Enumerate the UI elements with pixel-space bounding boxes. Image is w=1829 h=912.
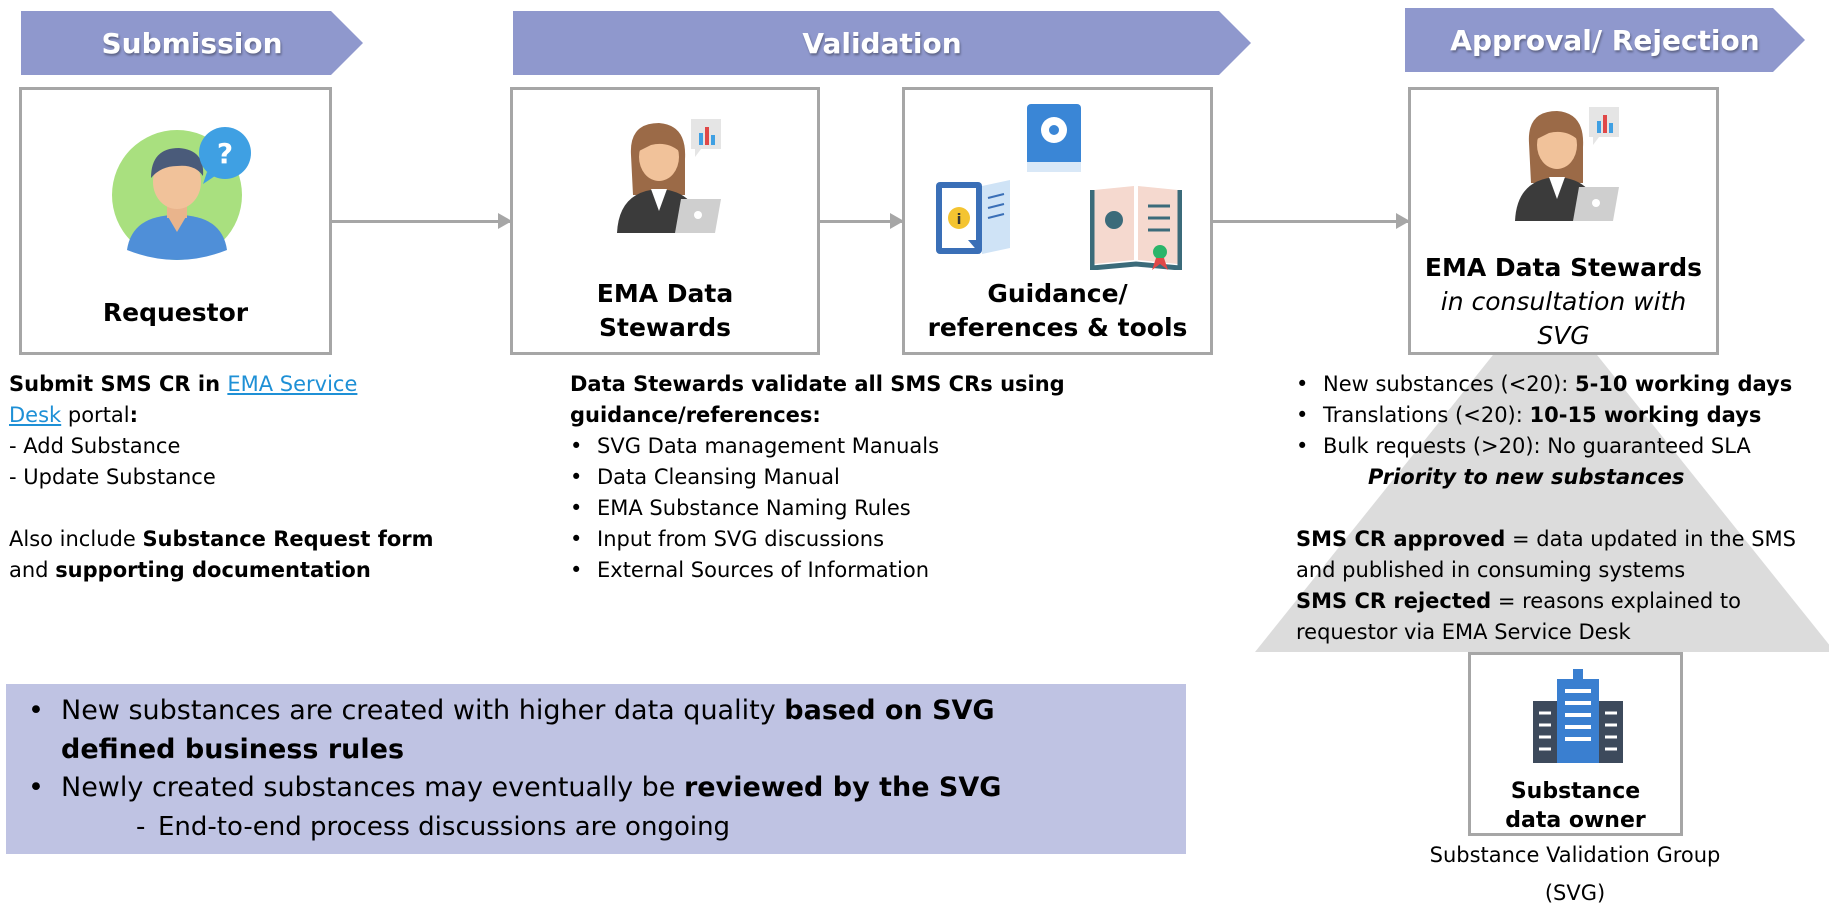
submit-prefix: Submit SMS CR in <box>9 372 228 396</box>
banner-approval-label: Approval/ Rejection <box>1450 23 1760 57</box>
info-line1-bold: based on SVG <box>784 695 995 726</box>
info-line3-bold: reviewed by the SVG <box>683 772 1002 803</box>
info-dash: - <box>136 812 146 842</box>
sla-label: Bulk requests (>20): No guaranteed SLA <box>1323 434 1751 458</box>
spacer <box>1296 493 1828 524</box>
sla-label: New substances (<20): <box>1323 372 1575 396</box>
data-steward-icon <box>617 119 721 233</box>
add-substance-item: - Add Substance <box>9 434 181 458</box>
banner-submission: Submission <box>21 11 363 75</box>
list-item: Bulk requests (>20): No guaranteed SLA <box>1296 431 1828 462</box>
info-line1-plain: New substances are created with higher d… <box>61 695 785 726</box>
submission-text: Submit SMS CR in EMA Service Desk portal… <box>9 369 449 586</box>
info-box: • New substances are created with higher… <box>6 684 1186 854</box>
approval-box-title: EMA Data Stewards <box>1424 253 1703 282</box>
open-book-icon <box>1090 186 1182 270</box>
rejected-rest: = reasons explained to <box>1491 589 1741 613</box>
approval-box-sub2: SVG <box>1537 321 1590 350</box>
info-line2-bold: defined business rules <box>61 734 405 765</box>
requestor-label: Requestor <box>102 298 249 327</box>
rejected-line: SMS CR rejected = reasons explained to <box>1296 586 1828 617</box>
guidance-label-line2: references & tools <box>927 313 1188 342</box>
data-owner-line2: data owner <box>1505 808 1646 833</box>
approval-box: EMA Data Stewards in consultation with S… <box>1408 87 1719 355</box>
submit-line: Submit SMS CR in EMA Service <box>9 369 449 400</box>
guidance-label-line1: Guidance/ <box>987 279 1128 308</box>
approved-line: SMS CR approved = data updated in the SM… <box>1296 524 1828 555</box>
info-line3-plain: Newly created substances may eventually … <box>61 772 684 803</box>
approval-text: New substances (<20): 5-10 working days … <box>1296 369 1828 648</box>
spacer <box>9 493 449 524</box>
info-line-3: Newly created substances may eventually … <box>61 769 1001 807</box>
list-item: SVG Data management Manuals <box>570 431 1110 462</box>
update-substance-item: - Update Substance <box>9 465 216 489</box>
portal-line: Desk portal: <box>9 400 449 431</box>
also-include-line: Also include Substance Request form <box>9 524 449 555</box>
data-owner-line1: Substance <box>1510 779 1641 804</box>
building-icon <box>1533 669 1623 763</box>
info-line-4: End-to-end process discussions are ongoi… <box>158 812 731 842</box>
validation-text: Data Stewards validate all SMS CRs using… <box>570 369 1110 586</box>
banner-approval: Approval/ Rejection <box>1405 8 1805 72</box>
settings-book-icon <box>1027 104 1081 172</box>
banner-validation-label: Validation <box>802 26 962 60</box>
validation-list: SVG Data management Manuals Data Cleansi… <box>570 431 1110 586</box>
sla-list: New substances (<20): 5-10 working days … <box>1296 369 1828 462</box>
svg-group-label: Substance Validation Group (SVG) <box>1400 836 1750 912</box>
list-item: External Sources of Information <box>570 555 1110 586</box>
sla-label: Translations (<20): <box>1323 403 1530 427</box>
manual-book-icon: i <box>936 180 1010 254</box>
svg-text:i: i <box>957 212 962 228</box>
svg-group-line2: (SVG) <box>1544 881 1606 905</box>
stewards-label-line2: Stewards <box>599 313 731 342</box>
approved-line2: and published in consuming systems <box>1296 558 1686 582</box>
arrow-guidance-to-approval <box>1212 213 1410 229</box>
info-line-1: New substances are created with higher d… <box>61 692 995 730</box>
data-owner-box: Substance data owner <box>1468 652 1683 836</box>
stewards-box: EMA Data Stewards <box>510 87 820 355</box>
approval-box-sub1: in consultation with <box>1440 287 1687 316</box>
priority-note: Priority to new substances <box>1368 465 1685 489</box>
guidance-box: i Guidance/ references & tools <box>902 87 1213 355</box>
stewards-label-line1: EMA Data <box>596 279 734 308</box>
validation-heading-line1: Data Stewards validate all SMS CRs using <box>570 372 1065 396</box>
list-item: Translations (<20): 10-15 working days <box>1296 400 1828 431</box>
portal-word: portal <box>61 403 130 427</box>
banner-validation: Validation <box>513 11 1251 75</box>
and-word: and <box>9 558 56 582</box>
service-desk-link-cont[interactable]: Desk <box>9 403 62 427</box>
arrow-stewards-to-guidance <box>818 213 904 229</box>
portal-colon: : <box>129 403 139 427</box>
svg-text:?: ? <box>217 137 233 170</box>
info-bullet-2: • <box>28 772 44 803</box>
list-item: EMA Substance Naming Rules <box>570 493 1110 524</box>
rejected-line2: requestor via EMA Service Desk <box>1296 620 1631 644</box>
approved-bold: SMS CR approved <box>1296 527 1506 551</box>
service-desk-link[interactable]: EMA Service <box>227 372 358 396</box>
and-bold: supporting documentation <box>55 558 371 582</box>
sla-value: 10-15 working days <box>1529 403 1762 427</box>
sla-value: 5-10 working days <box>1574 372 1793 396</box>
validation-heading-line2: guidance/references: <box>570 403 821 427</box>
also-prefix: Also include <box>9 527 143 551</box>
list-item: New substances (<20): 5-10 working days <box>1296 369 1828 400</box>
requestor-box: ? Requestor <box>19 87 332 355</box>
data-steward-icon <box>1515 107 1619 221</box>
and-line: and supporting documentation <box>9 555 449 586</box>
banner-submission-label: Submission <box>101 26 283 60</box>
svg-group-line1: Substance Validation Group <box>1429 843 1721 867</box>
list-item: Data Cleansing Manual <box>570 462 1110 493</box>
approved-rest: = data updated in the SMS <box>1505 527 1797 551</box>
user-question-icon: ? <box>112 127 251 260</box>
also-bold: Substance Request form <box>142 527 434 551</box>
info-bullet-1: • <box>28 695 44 726</box>
list-item: Input from SVG discussions <box>570 524 1110 555</box>
rejected-bold: SMS CR rejected <box>1296 589 1492 613</box>
info-line-2: defined business rules <box>61 731 404 769</box>
arrow-requestor-to-stewards <box>330 213 512 229</box>
